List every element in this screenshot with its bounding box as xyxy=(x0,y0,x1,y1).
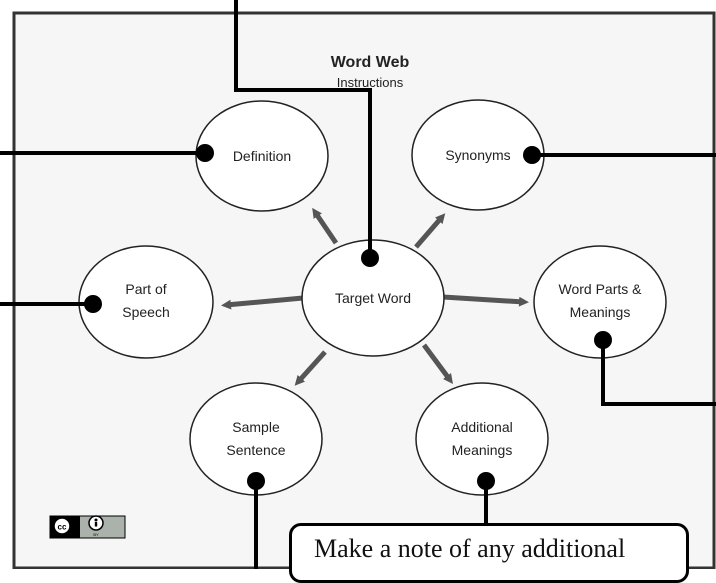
node-target-word xyxy=(301,239,445,357)
leader-line-target-word xyxy=(234,0,372,258)
node-additional-meanings xyxy=(415,382,549,496)
label-part-of-speech-line1: Part of xyxy=(125,281,166,297)
label-part-of-speech-line2: Speech xyxy=(122,304,169,320)
label-sample-sentence-line1: Sample xyxy=(232,419,280,435)
arrows xyxy=(221,207,529,386)
arrow-to-word-parts xyxy=(442,294,529,307)
node-word-parts xyxy=(533,245,667,359)
diagram-canvas: Word Web Instructions Target Word Defini… xyxy=(0,0,716,570)
dot-sample-sentence xyxy=(247,472,265,490)
arrow-to-part-of-speech xyxy=(221,295,304,310)
arrow-to-synonyms xyxy=(414,213,446,249)
dot-word-parts xyxy=(594,331,612,349)
callout-text: Make a note of any additional xyxy=(314,534,626,563)
callout-leader-lines xyxy=(0,0,716,569)
label-sample-sentence-line2: Sentence xyxy=(226,442,285,458)
cc-license-badge: cc BY xyxy=(49,515,126,539)
label-word-parts-line2: Meanings xyxy=(570,304,631,320)
dot-synonyms xyxy=(523,146,541,164)
arrow-to-sample-sentence xyxy=(294,350,327,386)
diagram-title: Word Web xyxy=(331,54,410,71)
node-definition xyxy=(195,100,329,212)
arrow-to-additional-meanings xyxy=(421,343,453,385)
dot-additional-meanings xyxy=(477,472,495,490)
svg-text:cc: cc xyxy=(58,523,67,532)
label-definition: Definition xyxy=(233,148,291,164)
label-additional-meanings-line2: Meanings xyxy=(452,442,513,458)
instruction-callout: Make a note of any additional xyxy=(289,523,689,583)
label-target-word: Target Word xyxy=(335,290,411,306)
label-additional-meanings-line1: Additional xyxy=(451,419,513,435)
leader-line-word-parts xyxy=(601,340,716,406)
label-word-parts-line1: Word Parts & xyxy=(559,281,643,297)
dot-target-word xyxy=(361,249,379,267)
label-synonyms: Synonyms xyxy=(445,147,510,163)
arrow-to-definition xyxy=(312,207,339,245)
dot-part-of-speech xyxy=(84,295,102,313)
cc-icon xyxy=(53,517,71,535)
dot-definition xyxy=(196,144,214,162)
cc-badge-text: BY xyxy=(93,532,99,537)
diagram-subtitle: Instructions xyxy=(337,75,404,90)
